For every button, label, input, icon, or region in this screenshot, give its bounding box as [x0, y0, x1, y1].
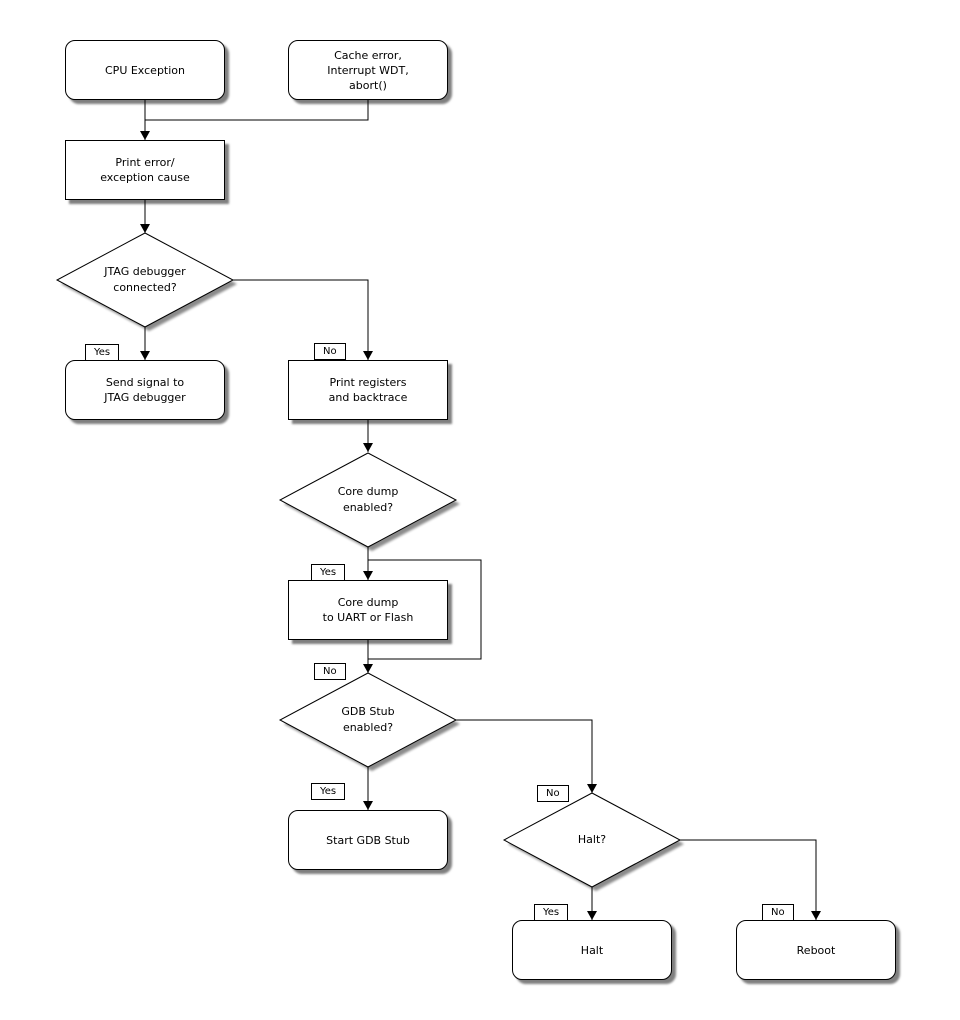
edge-label-coredump-no: No — [314, 663, 346, 680]
node-send-signal: Send signal to JTAG debugger — [65, 360, 225, 420]
arrowhead — [363, 351, 373, 360]
node-halt: Halt — [512, 920, 672, 980]
arrowhead — [140, 351, 150, 360]
arrowhead — [363, 664, 373, 673]
edge-halt-no-to-reboot — [680, 839, 817, 920]
diamond-core-dump-enabled — [278, 452, 458, 548]
node-cpu-exception: CPU Exception — [65, 40, 225, 100]
arrowhead — [363, 571, 373, 580]
node-core-dump: Core dump to UART or Flash — [288, 580, 448, 640]
edge-label-halt-no: No — [762, 904, 794, 921]
edge-label-gdb-no: No — [537, 785, 569, 802]
edge-coredump-no-bypass — [368, 559, 482, 660]
arrowhead — [140, 131, 150, 140]
edge-jtag-no-to-print-registers — [233, 279, 369, 360]
edge-label-coredump-yes: Yes — [311, 564, 346, 581]
edge-gdb-no-to-halt-decision — [456, 719, 593, 793]
node-cache-error: Cache error, Interrupt WDT, abort() — [288, 40, 448, 100]
node-start-gdb-stub: Start GDB Stub — [288, 810, 448, 870]
node-print-error: Print error/ exception cause — [65, 140, 225, 200]
arrowhead — [587, 911, 597, 920]
edge-label-jtag-yes: Yes — [85, 344, 120, 361]
diamond-gdb-stub-enabled — [278, 672, 458, 768]
diamond-halt-decision — [502, 792, 682, 888]
node-print-registers: Print registers and backtrace — [288, 360, 448, 420]
node-reboot: Reboot — [736, 920, 896, 980]
arrowhead — [811, 911, 821, 920]
edge-label-jtag-no: No — [314, 343, 346, 360]
diamond-jtag-connected — [55, 232, 235, 328]
arrowhead — [363, 801, 373, 810]
arrowhead — [363, 443, 373, 452]
edge-cache-to-print-error — [145, 100, 369, 121]
arrowhead — [587, 784, 597, 793]
edge-label-halt-yes: Yes — [534, 904, 569, 921]
edge-label-gdb-yes: Yes — [311, 783, 346, 800]
arrowhead — [140, 224, 150, 233]
